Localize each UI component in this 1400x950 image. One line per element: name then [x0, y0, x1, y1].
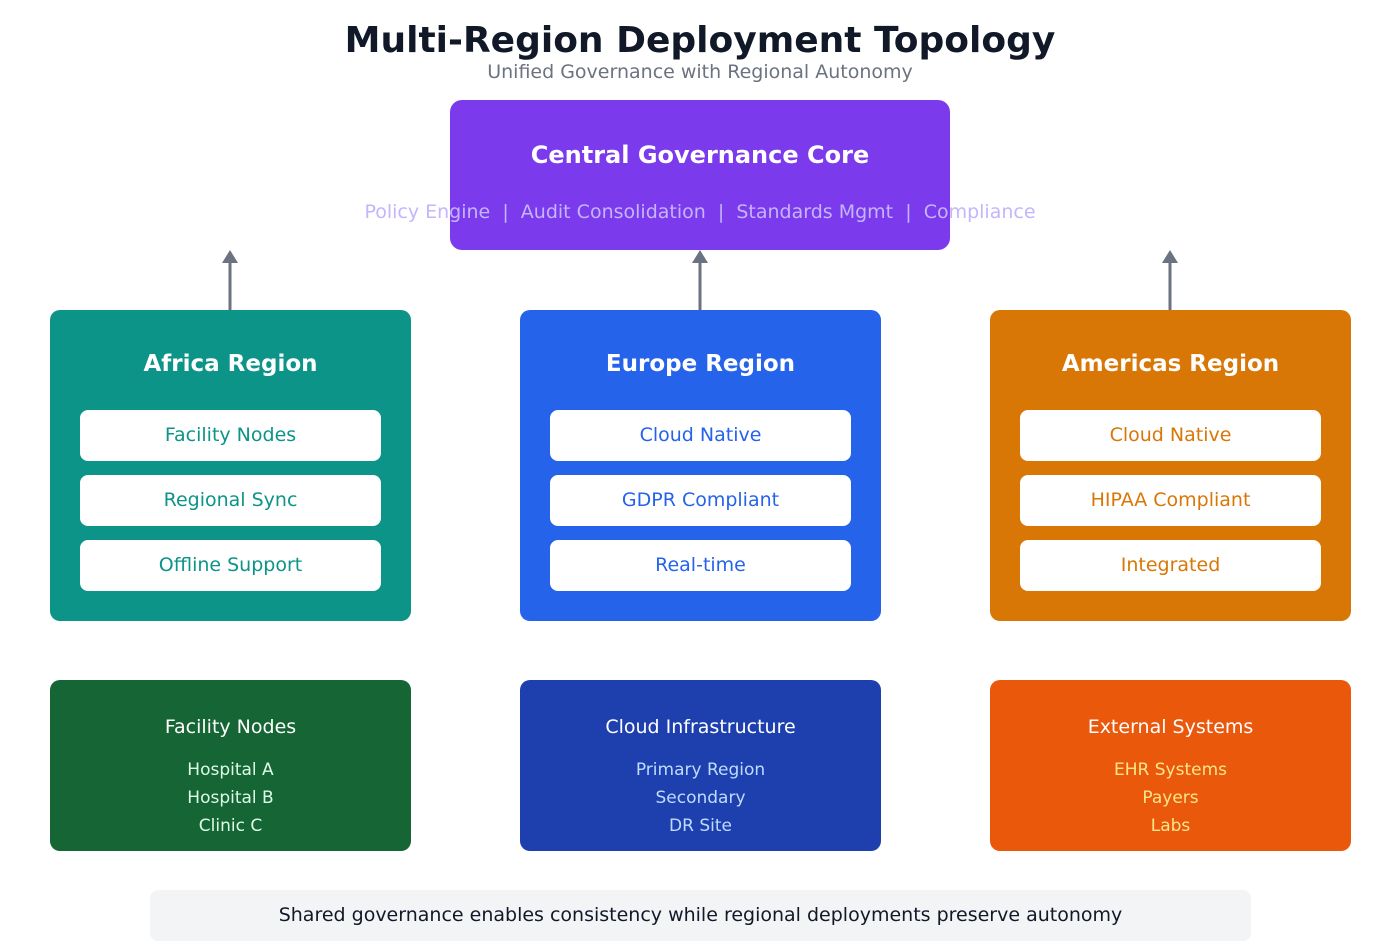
page-title: Multi-Region Deployment Topology [344, 20, 1056, 61]
infra-title: External Systems [1087, 716, 1254, 738]
region-feature: Facility Nodes [80, 410, 381, 461]
infra-item: Primary Region [635, 760, 766, 780]
core-title: Central Governance Core [530, 141, 870, 169]
region-feature: Real-time [550, 540, 851, 591]
core-features: Policy Engine | Audit Consolidation | St… [364, 201, 1036, 223]
region-feature: Regional Sync [80, 475, 381, 526]
region-title: Europe Region [605, 351, 796, 377]
page-subtitle: Unified Governance with Regional Autonom… [487, 61, 913, 83]
infra-title: Cloud Infrastructure [605, 716, 796, 738]
central-governance-core [450, 100, 950, 250]
arrow-americas-to-core [1162, 250, 1178, 310]
region-feature: Integrated [1020, 540, 1321, 591]
infra-cloud-infrastructure: Cloud Infrastructure Primary Region Seco… [520, 680, 881, 851]
arrow-europe-to-core [692, 250, 708, 310]
infra-item: Secondary [655, 788, 746, 808]
region-title: Africa Region [143, 351, 318, 377]
infra-item: DR Site [669, 816, 732, 836]
region-feature: HIPAA Compliant [1020, 475, 1321, 526]
region-title: Americas Region [1061, 351, 1280, 377]
infra-item: Clinic C [198, 816, 263, 836]
region-europe: Europe Region Cloud Native GDPR Complian… [520, 310, 881, 621]
infra-item: Payers [1142, 788, 1199, 808]
infra-facility-nodes: Facility Nodes Hospital A Hospital B Cli… [50, 680, 411, 851]
arrow-africa-to-core [222, 250, 238, 310]
region-feature: Cloud Native [550, 410, 851, 461]
region-africa: Africa Region Facility Nodes Regional Sy… [50, 310, 411, 621]
region-americas: Americas Region Cloud Native HIPAA Compl… [990, 310, 1351, 621]
infra-item: Hospital A [187, 760, 274, 780]
infra-item: EHR Systems [1114, 760, 1227, 780]
region-feature: Cloud Native [1020, 410, 1321, 461]
infra-external-systems: External Systems EHR Systems Payers Labs [990, 680, 1351, 851]
footer-note: Shared governance enables consistency wh… [150, 890, 1251, 941]
infra-title: Facility Nodes [164, 716, 297, 738]
infra-item: Hospital B [187, 788, 274, 808]
region-feature: Offline Support [80, 540, 381, 591]
region-feature: GDPR Compliant [550, 475, 851, 526]
infra-item: Labs [1150, 816, 1191, 836]
